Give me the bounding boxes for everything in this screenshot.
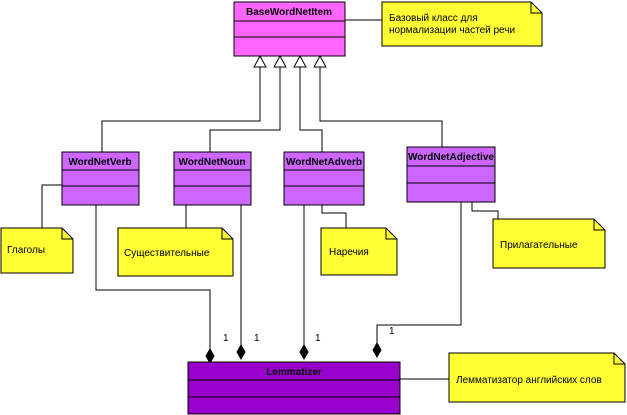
class-word-net-verb[interactable]: WordNetVerb bbox=[61, 151, 140, 206]
composition-diamond-adverb bbox=[299, 343, 309, 361]
class-word-net-adjective[interactable]: WordNetAdjective bbox=[406, 146, 496, 203]
class-adjective-name: WordNetAdjective bbox=[408, 152, 494, 163]
class-adjective-body bbox=[406, 146, 496, 203]
note-noun-fold bbox=[221, 228, 233, 240]
multiplicity-adjective: 1 bbox=[389, 326, 395, 337]
note-anchor-adjective bbox=[471, 202, 499, 219]
class-noun-name: WordNetNoun bbox=[178, 157, 245, 168]
note-adverb-text: Наречия bbox=[329, 247, 369, 258]
class-base-name: BaseWordNetItem bbox=[246, 7, 332, 18]
composition-diamond-noun bbox=[236, 343, 246, 361]
class-adverb-body bbox=[283, 151, 365, 206]
note-noun-text: Существительные bbox=[124, 248, 210, 259]
composition-line-verb bbox=[95, 205, 211, 350]
note-adverb-shape bbox=[320, 227, 398, 276]
note-adjective-text: Прилагательные bbox=[500, 240, 578, 251]
note-noun-shape bbox=[117, 227, 234, 277]
inheritance-arrowhead-1 bbox=[253, 54, 267, 68]
class-lemmatizer-body bbox=[187, 361, 401, 415]
inheritance-line-noun bbox=[209, 67, 281, 152]
generalization-arrowheads bbox=[253, 54, 327, 68]
composition-diamonds bbox=[205, 341, 382, 365]
connectors bbox=[41, 19, 499, 380]
class-lemmatizer-name: Lemmatizer bbox=[266, 367, 322, 378]
note-anchor-adverb bbox=[321, 205, 347, 228]
multiplicity-adverb: 1 bbox=[315, 333, 321, 344]
note-verb-text: Глаголы bbox=[7, 245, 45, 256]
class-lemmatizer[interactable]: Lemmatizer bbox=[187, 361, 401, 415]
note-lemmatizer: Лемматизатор английских слов bbox=[448, 352, 626, 403]
composition-line-adjective bbox=[376, 202, 462, 344]
note-lemmatizer-text: Лемматизатор английских слов bbox=[456, 375, 602, 386]
inheritance-arrowhead-4 bbox=[313, 54, 327, 68]
class-base-word-net-item[interactable]: BaseWordNetItem bbox=[233, 1, 346, 57]
note-base-text-line2: нормализации частей речи bbox=[389, 25, 515, 36]
note-adjective-fold bbox=[593, 219, 605, 231]
note-base-text-line1: Базовый класс для bbox=[389, 13, 478, 24]
inheritance-arrowhead-3 bbox=[293, 54, 307, 68]
note-base-fold bbox=[530, 2, 542, 14]
inheritance-arrowhead-2 bbox=[273, 54, 287, 68]
inheritance-line-adjective bbox=[319, 67, 443, 147]
note-adjective: Прилагательные bbox=[492, 218, 606, 269]
composition-diamond-adjective bbox=[372, 341, 382, 359]
class-noun-body bbox=[173, 151, 252, 206]
note-verb-fold bbox=[61, 228, 73, 240]
note-verb: Глаголы bbox=[0, 227, 74, 274]
class-adverb-name: WordNetAdverb bbox=[286, 157, 362, 168]
note-lemmatizer-shape bbox=[448, 352, 626, 403]
inheritance-line-adverb bbox=[299, 67, 323, 152]
note-verb-shape bbox=[0, 227, 74, 274]
class-verb-name: WordNetVerb bbox=[68, 157, 131, 168]
note-noun: Существительные bbox=[117, 227, 234, 277]
class-word-net-adverb[interactable]: WordNetAdverb bbox=[283, 151, 365, 206]
class-base-body bbox=[233, 1, 346, 57]
note-lemmatizer-fold bbox=[613, 353, 625, 365]
note-anchor-verb bbox=[41, 184, 62, 228]
composition-diamond-verb bbox=[205, 347, 215, 365]
note-base-shape bbox=[381, 1, 543, 47]
class-word-net-noun[interactable]: WordNetNoun bbox=[173, 151, 252, 206]
multiplicity-verb: 1 bbox=[223, 333, 229, 344]
note-adjective-shape bbox=[492, 218, 606, 269]
note-adverb: Наречия bbox=[320, 227, 398, 276]
inheritance-line-verb bbox=[101, 67, 261, 152]
note-adverb-fold bbox=[385, 228, 397, 240]
multiplicity-noun: 1 bbox=[254, 333, 260, 344]
note-base: Базовый класс для нормализации частей ре… bbox=[381, 1, 543, 47]
class-verb-body bbox=[61, 151, 140, 206]
